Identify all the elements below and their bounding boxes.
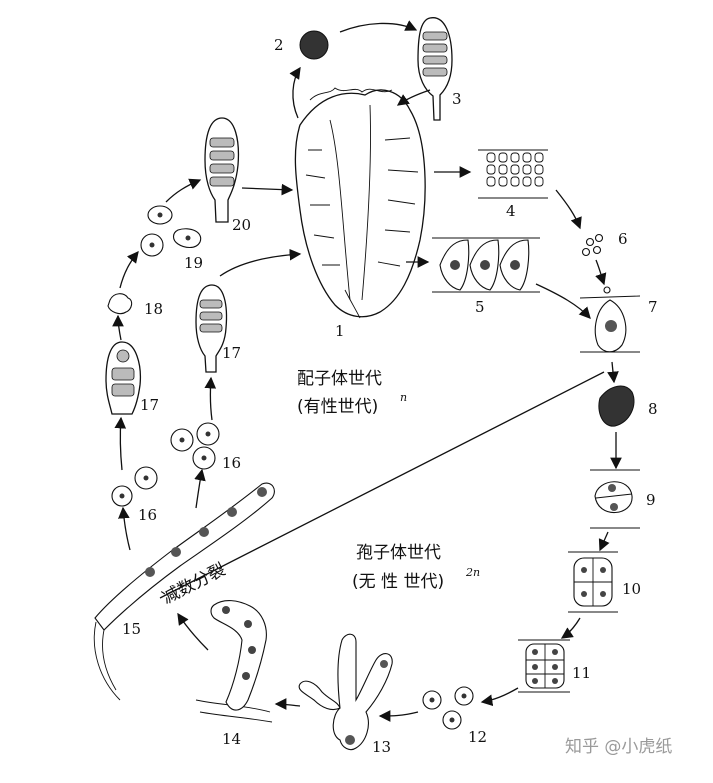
carpospores-12 [422, 686, 474, 730]
sporangium-17-left [105, 341, 142, 415]
cells-16-right [170, 422, 220, 470]
label-9: 9 [646, 491, 656, 509]
spermatia-6 [581, 233, 604, 257]
cells-16-left [111, 466, 158, 507]
label-17-right: 17 [222, 344, 241, 362]
cell-9 [590, 469, 640, 529]
label-19: 19 [184, 254, 203, 272]
cell-10 [568, 551, 618, 613]
label-12: 12 [468, 728, 487, 746]
label-18: 18 [144, 300, 163, 318]
carpogonium-7 [579, 286, 641, 353]
cells-19 [140, 205, 202, 257]
label-15: 15 [122, 620, 141, 638]
label-10: 10 [622, 580, 641, 598]
meiosis-line [159, 371, 605, 599]
label-17-left: 17 [140, 396, 159, 414]
filament-14 [195, 600, 273, 723]
label-7: 7 [648, 298, 658, 316]
cycle-arrows [112, 20, 622, 722]
sporophyte-subtitle: (无 性 世代) [352, 572, 444, 592]
filament-15 [93, 482, 275, 701]
gametophyte-ploidy: n [400, 391, 407, 404]
label-2: 2 [274, 36, 284, 54]
label-8: 8 [648, 400, 658, 418]
zygote-8 [598, 385, 635, 427]
label-5: 5 [475, 298, 485, 316]
label-16-right: 16 [222, 454, 241, 472]
thallus-1 [294, 87, 426, 319]
spore-2 [299, 30, 329, 60]
watermark: 知乎 @小虎纸 [565, 737, 672, 757]
tissue-4 [478, 149, 548, 199]
cell-11 [518, 639, 570, 693]
label-14: 14 [222, 730, 241, 748]
label-3: 3 [452, 90, 462, 108]
label-11: 11 [572, 664, 591, 682]
sporangium-17-right [195, 284, 228, 373]
label-4: 4 [506, 202, 516, 220]
gametophyte-subtitle: (有性世代) [297, 397, 378, 417]
label-1: 1 [335, 322, 345, 340]
cell-18 [107, 293, 133, 315]
gametophyte-title: 配子体世代 [297, 369, 382, 389]
label-20: 20 [232, 216, 251, 234]
label-16-left: 16 [138, 506, 157, 524]
sporeling-13 [298, 633, 393, 751]
sporangium-3 [417, 17, 453, 121]
sporangium-20 [204, 117, 240, 223]
label-13: 13 [372, 738, 391, 756]
tissue-5 [432, 237, 540, 293]
label-6: 6 [618, 230, 628, 248]
sporophyte-ploidy: 2n [465, 566, 480, 579]
sporophyte-title: 孢子体世代 [356, 543, 441, 563]
